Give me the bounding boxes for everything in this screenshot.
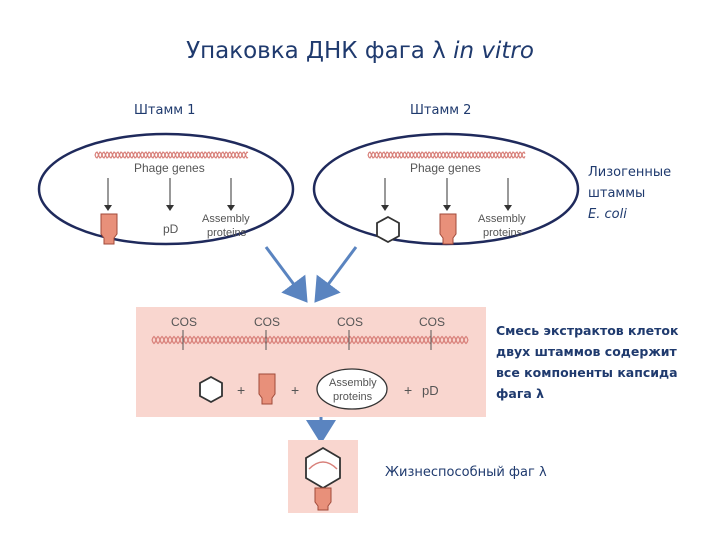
tail-protein-icon-2 xyxy=(439,213,457,245)
strain-1-cell xyxy=(37,132,295,246)
cos-label-2: COS xyxy=(254,315,280,329)
dna-strand xyxy=(367,151,526,159)
dna-strand xyxy=(367,151,526,159)
strain-1-pd: pD xyxy=(163,222,179,236)
cos-label-4: COS xyxy=(419,315,445,329)
mixture-note-line-3: все компоненты капсида xyxy=(496,365,678,380)
strain-2-label: Штамм 2 xyxy=(410,103,472,118)
mix-capsid-head-icon xyxy=(199,375,223,404)
mix-assembly-1: Assembly xyxy=(329,377,377,389)
assembly-proteins-bubble xyxy=(316,368,388,410)
strain-1-genes-label: Phage genes xyxy=(134,161,205,175)
mixture-note-line-2: двух штаммов содержит xyxy=(496,344,677,359)
lysogen-line-1: Лизогенные xyxy=(588,165,672,180)
lysogen-label: Лизогенные штаммы E. coli xyxy=(588,162,671,225)
dna-strand xyxy=(94,151,249,159)
strain-1-label: Штамм 1 xyxy=(134,103,196,118)
mixture-note: Смесь экстрактов клеток двух штаммов сод… xyxy=(496,320,678,404)
mixture-box xyxy=(136,307,486,417)
strain-1-dna xyxy=(94,151,249,159)
plus-2: + xyxy=(291,382,299,398)
dna-strand xyxy=(151,335,469,345)
mix-pd: pD xyxy=(422,383,439,398)
mixture-note-line-4: фага λ xyxy=(496,386,545,401)
plus-3: + xyxy=(404,382,412,398)
lysogen-line-3: E. coli xyxy=(588,207,627,222)
page-title: Упаковка ДНК фага λ in vitro xyxy=(186,38,534,64)
plus-1: + xyxy=(237,382,245,398)
strain-2-dna xyxy=(367,151,526,159)
merge-arrow-left xyxy=(264,246,308,303)
packaged-dna-icon xyxy=(308,461,338,470)
strain-2-genes-label: Phage genes xyxy=(410,161,481,175)
mixture-note-line-1: Смесь экстрактов клеток xyxy=(496,323,679,338)
mix-assembly-2: proteins xyxy=(333,391,373,403)
mix-tail-protein-icon xyxy=(258,373,276,405)
cos-label-1: COS xyxy=(171,315,197,329)
dna-strand xyxy=(151,335,469,345)
dna-strand xyxy=(94,151,249,159)
strain-1-assembly-2: proteins xyxy=(207,227,247,239)
mixture-dna xyxy=(151,335,469,345)
phage-tail-icon xyxy=(314,487,332,511)
cos-label-3: COS xyxy=(337,315,363,329)
strain-2-assembly-2: proteins xyxy=(483,227,523,239)
merge-arrow-right xyxy=(314,246,358,303)
capsid-head-icon xyxy=(376,215,400,244)
tail-protein-icon xyxy=(100,213,118,245)
strain-1-assembly-1: Assembly xyxy=(202,213,250,225)
result-label: Жизнеспособный фаг λ xyxy=(385,465,547,480)
strain-2-assembly-1: Assembly xyxy=(478,213,526,225)
lysogen-line-2: штаммы xyxy=(588,186,646,201)
